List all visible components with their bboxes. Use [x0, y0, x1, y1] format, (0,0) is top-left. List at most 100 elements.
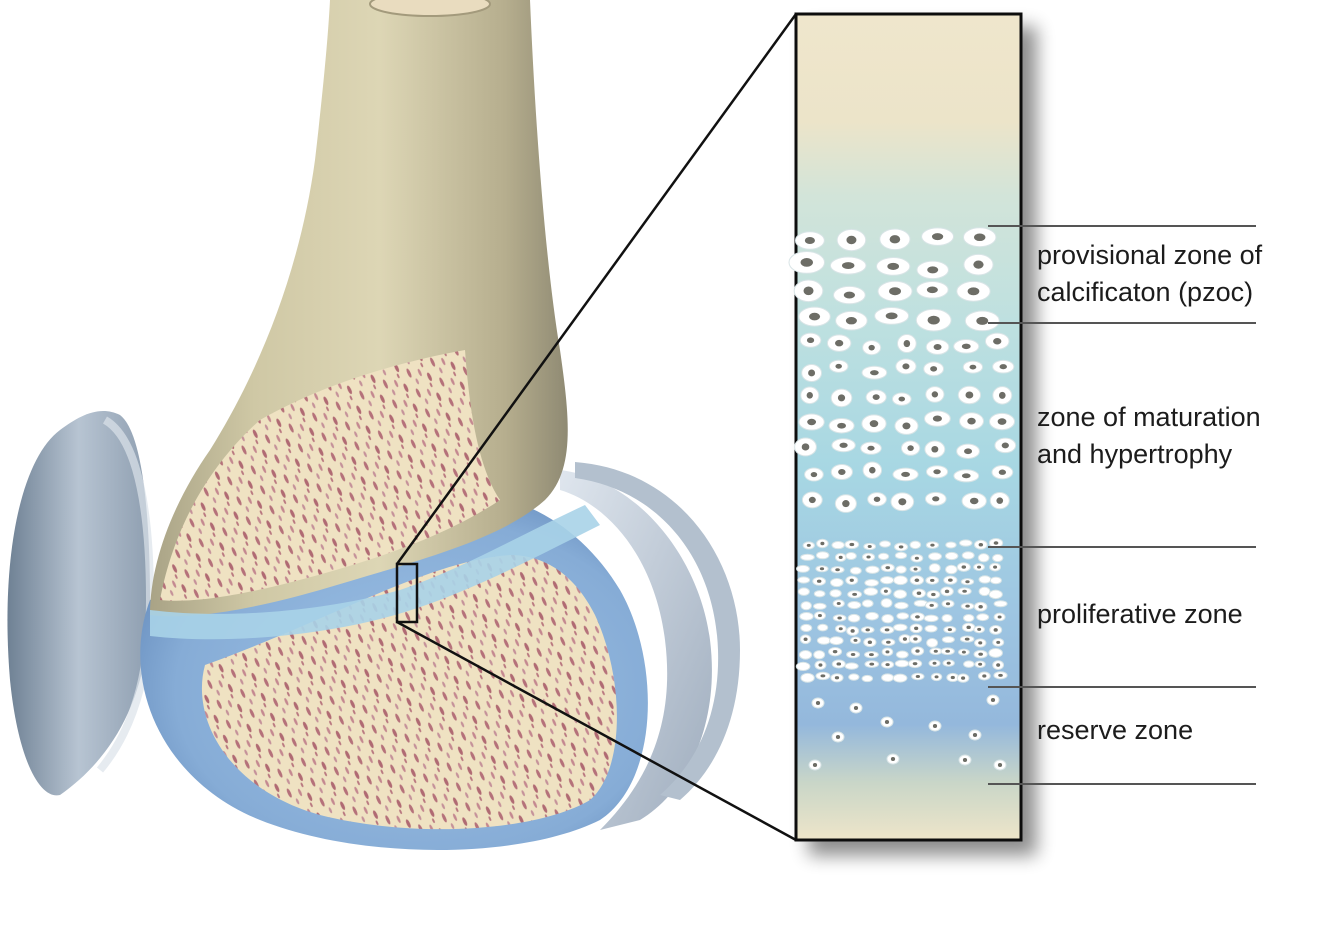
label-proliferative: proliferative zone: [1037, 596, 1243, 633]
cell: [816, 636, 832, 645]
cell: [895, 565, 907, 574]
cell-nucleus: [801, 443, 810, 451]
cell: [877, 552, 890, 561]
cell-nucleus: [950, 675, 955, 680]
cell-nucleus: [843, 291, 855, 299]
cell: [865, 565, 880, 574]
cell-nucleus: [865, 628, 870, 632]
label-reserve-line-1: reserve zone: [1037, 715, 1194, 745]
cell-nucleus: [946, 661, 951, 665]
cell-nucleus: [870, 370, 879, 376]
cell-nucleus: [820, 674, 826, 678]
cell: [815, 551, 830, 560]
cell: [978, 575, 992, 584]
cell-nucleus: [972, 733, 978, 737]
cell: [880, 598, 893, 608]
cell: [861, 599, 874, 608]
label-maturation-line-1: zone of maturation: [1037, 402, 1261, 432]
zoom-line-top: [395, 13, 798, 565]
growth-plate-band: [150, 505, 600, 640]
cell-nucleus: [932, 415, 942, 422]
cell-nucleus: [945, 602, 951, 606]
cell-nucleus: [866, 555, 871, 559]
cell-nucleus: [914, 556, 919, 560]
cell-nucleus: [804, 236, 815, 244]
cell: [797, 587, 810, 596]
cell-nucleus: [869, 653, 874, 657]
cell: [894, 601, 909, 610]
cell-nucleus: [873, 496, 881, 502]
cell-nucleus: [853, 638, 858, 642]
cell-nucleus: [816, 579, 822, 583]
cell-nucleus: [927, 266, 939, 274]
cell-nucleus: [869, 662, 875, 666]
cell: [928, 563, 941, 573]
cell-nucleus: [974, 233, 986, 242]
cell-nucleus: [803, 637, 808, 642]
cell-nucleus: [929, 603, 934, 607]
cell-nucleus: [869, 420, 879, 428]
cell-nucleus: [915, 615, 920, 619]
cell-nucleus: [819, 567, 825, 571]
cell: [993, 600, 1008, 608]
cell-nucleus: [931, 233, 944, 241]
cell-nucleus: [903, 339, 911, 348]
cell-nucleus: [965, 391, 974, 399]
cell: [800, 672, 815, 683]
cell-nucleus: [850, 653, 856, 657]
cell: [992, 553, 1004, 563]
cell-nucleus: [933, 344, 942, 350]
cell: [879, 576, 895, 585]
cell-nucleus: [945, 649, 950, 653]
cell-nucleus: [890, 757, 896, 761]
cell-nucleus: [996, 663, 1001, 667]
cell-nucleus: [996, 640, 1001, 644]
cell: [976, 613, 990, 622]
cell-nucleus: [835, 735, 841, 739]
cell-nucleus: [883, 589, 888, 593]
zoom-line-bottom: [396, 620, 797, 842]
cell-nucleus: [978, 604, 983, 609]
cell-nucleus: [807, 418, 817, 426]
cell-nucleus: [885, 312, 898, 320]
cell-nucleus: [898, 545, 904, 549]
cell-nucleus: [898, 396, 906, 402]
label-maturation-line-2: and hypertrophy: [1037, 439, 1233, 469]
cell: [848, 673, 860, 681]
cell: [944, 551, 959, 561]
cell-nucleus: [932, 661, 937, 665]
cell: [829, 589, 842, 598]
cell-nucleus: [835, 339, 844, 347]
cell-nucleus: [978, 641, 983, 645]
cell-nucleus: [839, 442, 848, 448]
cell-nucleus: [997, 763, 1003, 767]
cell-nucleus: [930, 366, 938, 372]
cell-nucleus: [962, 758, 968, 762]
cell: [978, 586, 991, 597]
label-pzoc-line-1: provisional zone of: [1037, 240, 1263, 270]
cell-nucleus: [934, 675, 939, 679]
cell-nucleus: [973, 260, 984, 269]
cell: [813, 590, 826, 598]
cell-nucleus: [976, 316, 989, 325]
cell-nucleus: [885, 663, 890, 667]
cell: [861, 674, 874, 683]
cell-nucleus: [948, 578, 953, 582]
cell: [798, 650, 813, 660]
cell-nucleus: [913, 567, 918, 571]
cell-nucleus: [1001, 442, 1009, 449]
cell: [845, 551, 857, 560]
cell-nucleus: [932, 496, 940, 502]
cell-nucleus: [810, 471, 818, 478]
cell-nucleus: [993, 628, 998, 632]
cell-nucleus: [838, 555, 843, 559]
cell: [881, 613, 894, 624]
cell-nucleus: [820, 541, 825, 546]
cell: [941, 636, 955, 644]
cell-nucleus: [977, 565, 982, 569]
cell-nucleus: [852, 592, 858, 596]
cell-nucleus: [997, 418, 1007, 425]
cell: [894, 659, 910, 668]
cell-nucleus: [818, 663, 823, 667]
